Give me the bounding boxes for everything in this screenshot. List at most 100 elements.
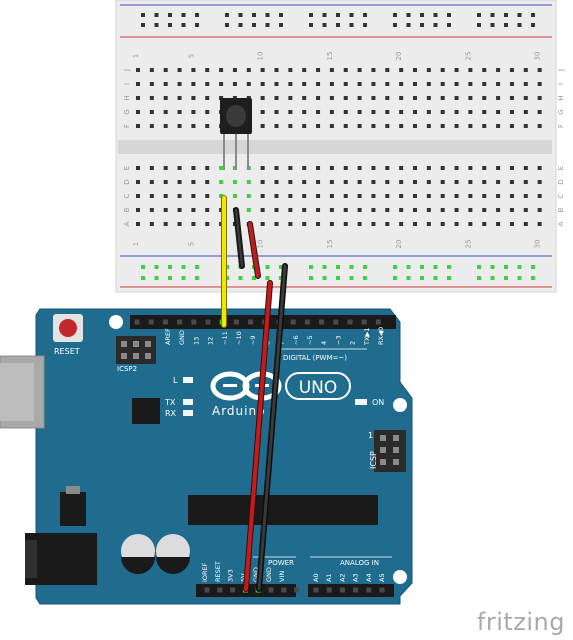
rail-hole: [195, 23, 199, 27]
hole: [454, 208, 459, 212]
row-letter: G: [557, 109, 565, 114]
hole: [219, 166, 224, 170]
hole: [163, 222, 168, 226]
rail-hole: [154, 13, 159, 17]
rail-hole: [336, 265, 340, 269]
hole: [399, 208, 404, 212]
led-l-label: L: [173, 376, 178, 385]
hole: [537, 166, 542, 170]
hole: [329, 96, 334, 100]
mounting-hole: [393, 570, 407, 584]
hole: [246, 208, 251, 212]
hole: [302, 82, 307, 86]
rail-hole: [477, 23, 481, 27]
rail-hole: [433, 276, 438, 280]
hole: [399, 180, 404, 184]
hole: [371, 82, 376, 86]
header-pin: [177, 319, 183, 325]
hole: [413, 208, 417, 212]
rail-hole: [322, 23, 327, 27]
rail-hole: [531, 13, 535, 17]
hole: [399, 222, 404, 226]
icsp-label: ICSP: [369, 451, 378, 469]
rail-hole: [433, 23, 438, 27]
hole: [440, 222, 445, 226]
rail-hole: [349, 276, 354, 280]
pin-label: GND: [178, 330, 186, 345]
row-letter: H: [123, 95, 131, 100]
hole: [426, 180, 431, 184]
rail-hole: [349, 265, 354, 269]
header-pin: [217, 587, 223, 593]
header-pin: [248, 319, 254, 325]
led-l: [183, 377, 193, 383]
rail-hole: [195, 265, 199, 269]
hole: [274, 222, 279, 226]
hole: [468, 208, 473, 212]
hole: [385, 68, 390, 72]
column-number: 10: [257, 52, 265, 61]
rail-hole: [477, 276, 481, 280]
hole: [454, 194, 459, 198]
hole: [246, 180, 251, 184]
terminal-holes: [136, 68, 542, 226]
hole: [426, 68, 431, 72]
row-letter: E: [123, 166, 131, 170]
row-letter: E: [557, 166, 565, 170]
hole: [399, 96, 404, 100]
hole: [496, 68, 501, 72]
hole: [343, 180, 348, 184]
rail-hole: [195, 13, 199, 17]
hole: [371, 124, 376, 128]
hole: [316, 68, 321, 72]
hole: [440, 110, 445, 114]
rail-hole: [252, 23, 256, 27]
hole: [440, 96, 445, 100]
hole: [177, 208, 182, 212]
row-letter: A: [557, 221, 565, 226]
icsp2-pin: [145, 341, 151, 347]
rail-hole: [168, 23, 172, 27]
row-letter: A: [123, 221, 131, 226]
header-pin: [233, 319, 239, 325]
brand-label: Arduino: [212, 404, 265, 418]
hole: [440, 166, 445, 170]
header-pin: [230, 587, 236, 593]
rail-hole: [517, 23, 522, 27]
hole: [329, 82, 334, 86]
icsp-pin: [380, 435, 386, 441]
rail-hole: [309, 276, 313, 280]
hole: [440, 68, 445, 72]
pin-label: ~3: [334, 335, 342, 345]
hole: [219, 194, 224, 198]
rail-hole: [309, 23, 313, 27]
hole: [468, 166, 473, 170]
logo-minus: [223, 384, 237, 387]
row-letter: F: [123, 124, 131, 128]
row-letter: I: [123, 83, 131, 85]
chip-16u2: [132, 398, 160, 424]
hole: [509, 110, 514, 114]
hole: [413, 82, 417, 86]
hole: [232, 180, 237, 184]
hole: [537, 194, 542, 198]
hole: [191, 110, 196, 114]
hole: [413, 194, 417, 198]
center-channel: [118, 140, 552, 154]
rail-hole: [490, 265, 495, 269]
hole: [523, 124, 528, 128]
reset-button-cap[interactable]: [59, 319, 77, 337]
row-letter: H: [557, 95, 565, 100]
hole: [163, 96, 168, 100]
hole: [191, 82, 196, 86]
hole: [413, 110, 417, 114]
pin-label: IOREF: [201, 562, 209, 582]
hole: [274, 166, 279, 170]
header-pin: [326, 587, 332, 593]
hole: [177, 124, 182, 128]
hole: [136, 68, 140, 72]
hole: [537, 124, 542, 128]
hole: [163, 208, 168, 212]
